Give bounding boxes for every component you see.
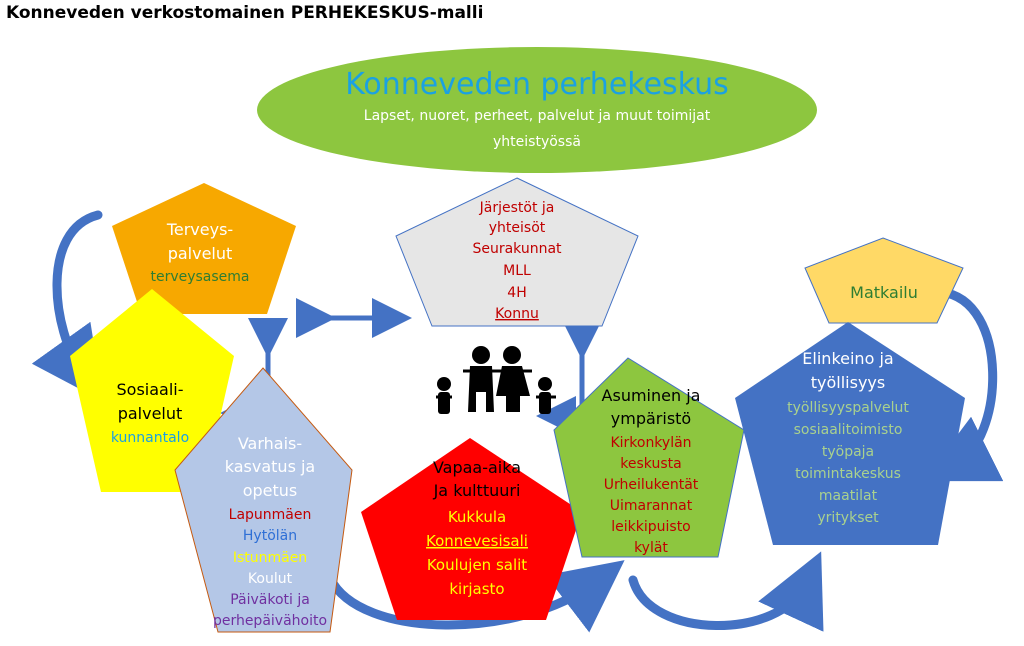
arrow-housing-to-business	[628, 551, 824, 632]
center-ellipse: Konneveden perhekeskus Lapset, nuoret, p…	[257, 47, 817, 173]
organisations-line-2: yhteisöt	[489, 220, 546, 236]
arrow-organisations-housing	[536, 320, 602, 436]
organisations-line-4: MLL	[503, 263, 531, 279]
node-organisations: Järjestöt ja yhteisöt Seurakunnat MLL 4H…	[395, 177, 639, 327]
education-pentagon	[174, 367, 353, 633]
social-label-1: Sosiaali-	[117, 380, 184, 399]
health-unit: terveysasema	[150, 269, 249, 285]
leisure-label-1: Vapaa-aika	[433, 458, 521, 477]
node-health: Terveys- palvelut terveysasema	[112, 183, 296, 314]
housing-item-1: Kirkonkylän	[610, 435, 691, 451]
social-pentagon	[70, 289, 234, 492]
child-left-body	[438, 392, 450, 414]
business-item-1: työllisyyspalvelut	[787, 400, 909, 416]
housing-label-1: Asuminen ja	[602, 386, 701, 405]
education-schools: Koulut	[248, 571, 293, 587]
business-item-6: yritykset	[817, 510, 879, 526]
business-item-3: työpaja	[822, 444, 874, 460]
social-unit: kunnantalo	[111, 430, 189, 446]
housing-pentagon	[553, 357, 745, 558]
housing-item-6: kylät	[634, 540, 668, 556]
business-label-2: työllisyys	[811, 373, 885, 392]
child-right-head	[538, 377, 552, 391]
education-label-3: opetus	[243, 481, 298, 500]
node-tourism: Matkailu	[804, 237, 964, 324]
education-daycare-2: perhepäivähoito	[213, 613, 327, 629]
organisations-line-6: Konnu	[495, 306, 539, 322]
housing-item-4: Uimarannat	[610, 498, 693, 514]
housing-item-2: keskusta	[620, 456, 681, 472]
center-title: Konneveden perhekeskus	[345, 67, 729, 102]
organisations-line-3: Seurakunnat	[472, 241, 562, 257]
node-housing: Asuminen ja ympäristö Kirkonkylän keskus…	[553, 357, 745, 558]
organisations-line-1: Järjestöt ja	[479, 200, 555, 216]
node-social: Sosiaali- palvelut kunnantalo	[70, 289, 234, 492]
business-label-1: Elinkeino ja	[802, 349, 893, 368]
leisure-place-2: Konnevesisali	[426, 532, 528, 550]
leisure-pentagon	[361, 438, 582, 620]
education-school-3: Istunmäen	[233, 550, 307, 566]
adult-right-body	[496, 366, 530, 412]
education-daycare-1: Päiväkoti ja	[230, 592, 310, 608]
leisure-place-1: Kukkula	[448, 508, 506, 526]
leisure-label-2: Ja kulttuuri	[433, 481, 521, 500]
business-item-2: sosiaalitoimisto	[794, 422, 903, 438]
adult-right-head	[503, 346, 521, 364]
social-label-2: palvelut	[118, 404, 183, 423]
arrow-tourism-to-business	[922, 287, 1004, 482]
family-icon	[436, 346, 556, 414]
adult-left-body	[468, 366, 494, 412]
education-school-1: Lapunmäen	[229, 507, 312, 523]
housing-item-3: Urheilukentät	[604, 477, 699, 493]
center-ellipse-shape	[257, 47, 817, 173]
connector-arrows	[31, 210, 1004, 633]
tourism-pentagon	[804, 237, 964, 324]
leisure-place-3: Koulujen salit	[427, 556, 527, 574]
business-pentagon	[735, 322, 965, 545]
health-label-2: palvelut	[168, 244, 233, 263]
center-subtitle-line-2: yhteistyössä	[493, 134, 581, 150]
adult-left-head	[472, 346, 490, 364]
education-school-2: Hytölän	[243, 528, 297, 544]
child-right-body	[539, 392, 551, 414]
center-subtitle-line-1: Lapset, nuoret, perheet, palvelut ja muu…	[364, 108, 711, 124]
page-title: Konneveden verkostomainen PERHEKESKUS-ma…	[6, 3, 484, 23]
business-item-4: toimintakeskus	[795, 466, 901, 482]
housing-label-2: ympäristö	[611, 409, 691, 428]
node-leisure: Vapaa-aika Ja kulttuuri Kukkula Konneves…	[361, 438, 582, 620]
health-label-1: Terveys-	[166, 220, 233, 239]
business-item-5: maatilat	[819, 488, 878, 504]
node-education: Varhais- kasvatus ja opetus Lapunmäen Hy…	[174, 367, 353, 633]
arrow-health-to-social	[31, 210, 103, 402]
node-business: Elinkeino ja työllisyys työllisyyspalvel…	[735, 322, 965, 545]
child-left-head	[437, 377, 451, 391]
health-pentagon	[112, 183, 296, 314]
tourism-label: Matkailu	[850, 283, 918, 302]
organisations-line-5: 4H	[507, 285, 526, 301]
housing-item-5: leikkipuisto	[611, 519, 691, 535]
education-label-2: kasvatus ja	[225, 457, 315, 476]
arrow-education-to-housing	[325, 560, 625, 633]
education-label-1: Varhais-	[238, 434, 302, 453]
leisure-place-4: kirjasto	[449, 580, 504, 598]
organisations-pentagon	[395, 177, 639, 327]
